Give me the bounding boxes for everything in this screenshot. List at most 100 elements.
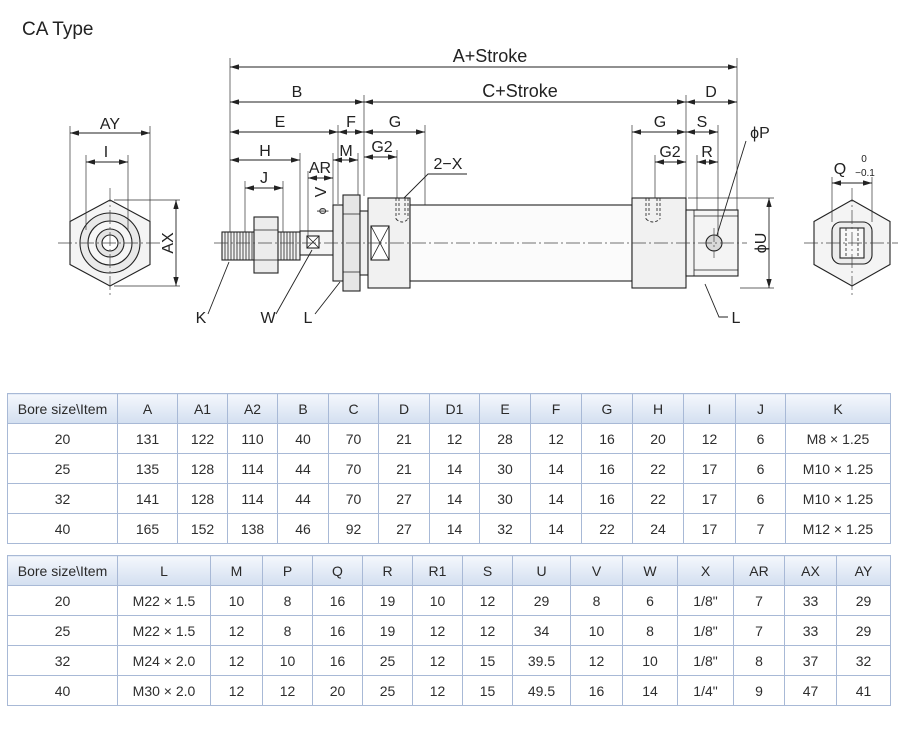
label-g-front: G — [389, 114, 401, 131]
table-cell: 19 — [362, 585, 413, 616]
dimension-labels: A+Stroke B C+Stroke D E F G G S ϕP AY I … — [100, 46, 875, 327]
dimension-lines — [70, 64, 872, 288]
bore-size-cell: 40 — [7, 675, 118, 706]
table-cell: 27 — [378, 513, 430, 544]
table-cell: 47 — [784, 675, 837, 706]
table-cell: 15 — [462, 675, 513, 706]
table-cell: M22 × 1.5 — [117, 615, 211, 646]
label-g2-rear: G2 — [659, 144, 680, 161]
table-cell: 16 — [312, 645, 363, 676]
bore-size-cell: 40 — [7, 513, 118, 544]
leader-line-l-rear — [704, 283, 728, 318]
table-cell: 1/4" — [677, 675, 734, 706]
column-header-cell: V — [570, 555, 623, 586]
column-header-cell: AY — [836, 555, 891, 586]
label-g2-front: G2 — [371, 139, 392, 156]
table-cell: 9 — [733, 675, 785, 706]
column-header-cell: A — [117, 393, 178, 424]
center-lines — [58, 188, 898, 298]
table-cell: 14 — [530, 453, 582, 484]
cylinder-technical-drawing: A+Stroke B C+Stroke D E F G G S ϕP AY I … — [58, 46, 898, 327]
table-cell: 27 — [378, 483, 430, 514]
column-header-cell: P — [262, 555, 313, 586]
column-header-cell: S — [462, 555, 513, 586]
label-phi-v: ϕ — [315, 207, 329, 214]
table-cell: 12 — [462, 615, 513, 646]
rod-nut — [253, 216, 279, 274]
label-q-tolerance-lower: −0.1 — [855, 168, 875, 179]
table-cell: 12 — [262, 675, 313, 706]
column-header-cell: D1 — [429, 393, 480, 424]
leader-lines — [207, 140, 747, 318]
table-cell: 114 — [227, 453, 278, 484]
column-header-cell: C — [328, 393, 379, 424]
bore-size-cell: 20 — [7, 585, 118, 616]
table-cell: 17 — [683, 483, 736, 514]
leader-line-port-callout — [403, 173, 467, 199]
column-header-cell: U — [512, 555, 571, 586]
column-header-cell: AX — [784, 555, 837, 586]
label-e: E — [275, 114, 286, 131]
table-cell: 92 — [328, 513, 379, 544]
table-cell: 12 — [412, 615, 463, 646]
label-q: Q — [834, 161, 846, 178]
table-cell: 128 — [177, 453, 228, 484]
table-cell: 122 — [177, 423, 228, 454]
column-header-cell: L — [117, 555, 211, 586]
column-header-cell: E — [479, 393, 531, 424]
column-header-cell: R — [362, 555, 413, 586]
table-cell: 29 — [512, 585, 571, 616]
table-cell: 21 — [378, 423, 430, 454]
table-cell: 17 — [683, 453, 736, 484]
label-w: W — [260, 310, 276, 327]
table-cell: 8 — [622, 615, 678, 646]
table-cell: 138 — [227, 513, 278, 544]
table-cell: 70 — [328, 483, 379, 514]
column-header-cell: X — [677, 555, 734, 586]
table-cell: 152 — [177, 513, 228, 544]
table-cell: 37 — [784, 645, 837, 676]
table-cell: 12 — [429, 423, 480, 454]
column-header-cell: A1 — [177, 393, 228, 424]
table-cell: 12 — [210, 675, 263, 706]
table-cell: 46 — [277, 513, 329, 544]
table-cell: 70 — [328, 423, 379, 454]
table-cell: M30 × 2.0 — [117, 675, 211, 706]
table-cell: 1/8" — [677, 585, 734, 616]
table-cell: M8 × 1.25 — [785, 423, 891, 454]
table-cell: 20 — [312, 675, 363, 706]
bore-size-item-header: Bore size\Item — [7, 393, 118, 424]
table-cell: 8 — [733, 645, 785, 676]
table-cell: 8 — [570, 585, 623, 616]
table-cell: 14 — [530, 513, 582, 544]
label-i: I — [104, 144, 108, 161]
table-cell: 6 — [735, 453, 786, 484]
table-cell: 8 — [262, 585, 313, 616]
column-header-cell: A2 — [227, 393, 278, 424]
column-header-cell: W — [622, 555, 678, 586]
table-cell: 10 — [210, 585, 263, 616]
table-cell: 49.5 — [512, 675, 571, 706]
column-header-cell: J — [735, 393, 786, 424]
table-cell: 41 — [836, 675, 891, 706]
label-c-stroke: C+Stroke — [482, 81, 558, 101]
column-header-cell: AR — [733, 555, 785, 586]
table-cell: 114 — [227, 483, 278, 514]
label-f: F — [346, 114, 356, 131]
label-h: H — [259, 143, 271, 160]
bore-size-cell: 25 — [7, 453, 118, 484]
label-k: K — [196, 310, 207, 327]
column-header-cell: Q — [312, 555, 363, 586]
label-d: D — [705, 84, 717, 101]
table-cell: 32 — [479, 513, 531, 544]
column-header-cell: K — [785, 393, 891, 424]
bore-size-cell: 20 — [7, 423, 118, 454]
leader-line-k — [207, 261, 230, 315]
table-cell: 34 — [512, 615, 571, 646]
